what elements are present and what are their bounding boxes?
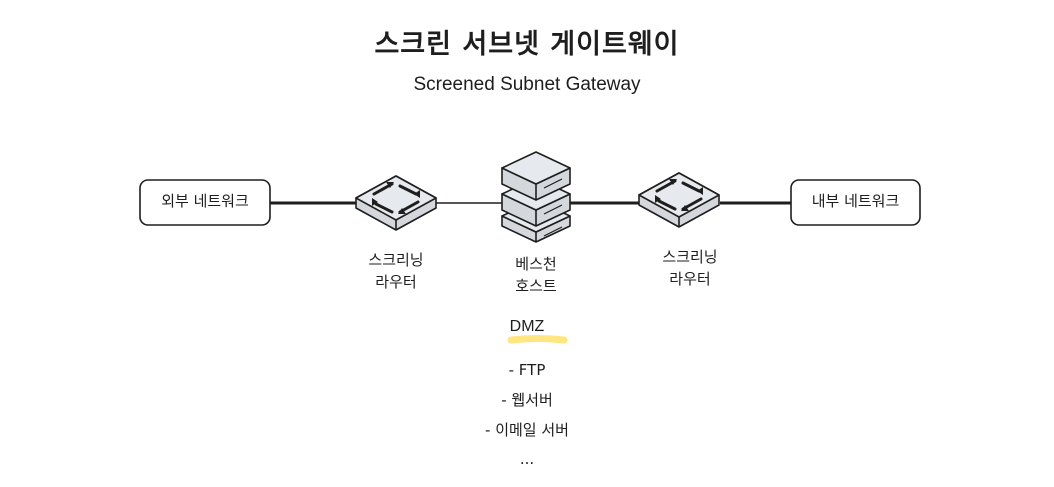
screening-router-right-label: 스크리닝 라우터: [640, 247, 740, 291]
label-line: 베스천: [515, 255, 557, 273]
external-network-box: [139, 179, 271, 226]
external-network-label: 외부 네트워크: [161, 192, 249, 210]
label-line: 호스트: [515, 276, 557, 295]
label-line: 라우터: [375, 272, 417, 291]
diagram-subtitle: Screened Subnet Gateway: [413, 74, 641, 95]
dmz-item: - 웹서버: [501, 391, 553, 409]
dmz-item: ...: [519, 450, 535, 468]
dmz-title: DMZ: [509, 318, 545, 335]
diagram-title: 스크린 서브넷 게이트웨이: [374, 29, 680, 60]
internal-network-label: 내부 네트워크: [811, 192, 900, 210]
screening-router-left-label: 스크리닝 라우터: [346, 250, 446, 294]
router-icon: [638, 172, 720, 228]
label-line: 스크리닝: [368, 251, 424, 269]
bastion-host-label: 베스천 호스트: [486, 254, 586, 298]
server-stack-icon: [501, 151, 571, 243]
dmz-highlight: [507, 335, 568, 344]
label-line: 라우터: [669, 269, 711, 288]
router-icon: [355, 175, 437, 231]
internal-network-box: [790, 179, 921, 226]
dmz-item: - 이메일 서버: [485, 421, 569, 439]
label-line: 스크리닝: [662, 248, 718, 266]
dmz-item: - FTP: [508, 361, 546, 379]
